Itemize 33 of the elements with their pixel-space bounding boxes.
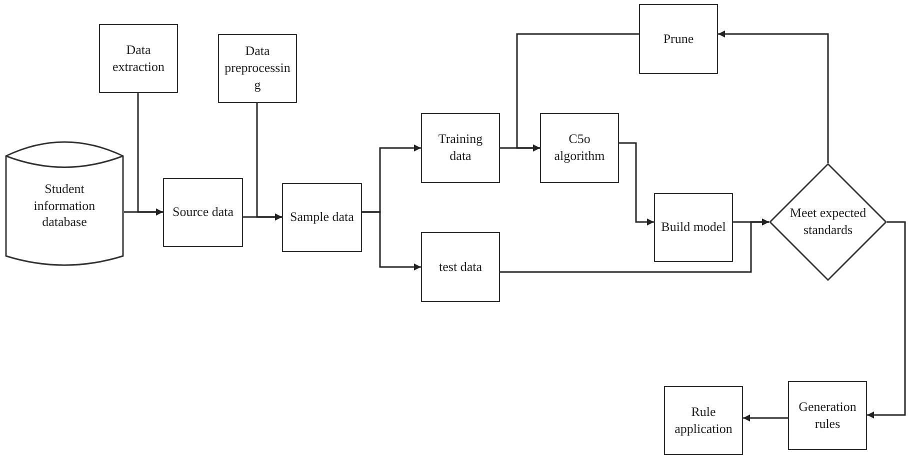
process-box xyxy=(218,34,297,103)
process-box xyxy=(639,4,718,74)
arrow xyxy=(743,414,788,422)
node-label: Prune xyxy=(662,30,695,48)
node-label: Sample data xyxy=(289,209,355,226)
process-box xyxy=(421,232,500,302)
arrow xyxy=(256,103,282,220)
arrow xyxy=(362,211,421,270)
process-box xyxy=(654,193,733,262)
process-box xyxy=(421,113,500,183)
process-box xyxy=(540,113,619,183)
node-label: Data extraction xyxy=(112,42,166,76)
arrow xyxy=(619,142,654,226)
arrow xyxy=(137,93,163,216)
node-label: Generation rules xyxy=(798,398,858,432)
process-box xyxy=(163,178,243,247)
arrow xyxy=(867,221,906,418)
process-box xyxy=(282,183,362,252)
process-box xyxy=(788,381,867,450)
node-label: Meet expected standards xyxy=(788,205,868,239)
node-label: test data xyxy=(438,258,483,276)
arrow xyxy=(500,218,769,273)
node-label: C5o algorithm xyxy=(553,131,606,165)
node-label: Data preprocessing xyxy=(224,43,292,94)
process-box xyxy=(99,24,178,93)
node-label: Build model xyxy=(660,219,727,236)
node-label: Source data xyxy=(171,204,234,221)
arrow xyxy=(516,33,639,152)
node-label: Student information database xyxy=(32,180,96,232)
node-label: Training data xyxy=(437,131,484,165)
process-box xyxy=(664,386,743,455)
node-label: Rule application xyxy=(674,404,734,438)
arrow xyxy=(718,30,829,163)
